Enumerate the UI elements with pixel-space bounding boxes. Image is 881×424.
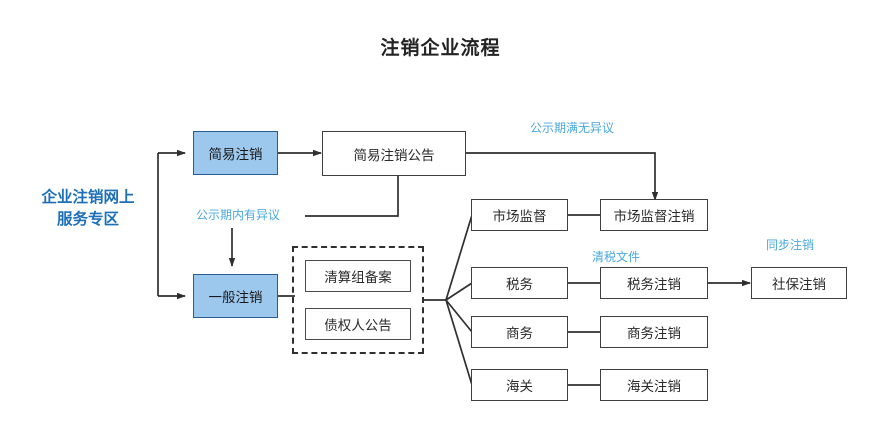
- edge-label-sync-cancel: 同步注销: [766, 238, 815, 252]
- node-customs[interactable]: 海关: [471, 369, 568, 401]
- group-liquidation-procedures: [292, 246, 424, 354]
- edge-label-no-objection: 公示期满无异议: [530, 121, 615, 135]
- node-simple-cancel[interactable]: 简易注销: [193, 131, 278, 175]
- node-general-cancel[interactable]: 一般注销: [193, 274, 278, 318]
- node-tax-cancel[interactable]: 税务注销: [600, 267, 708, 299]
- node-customs-cancel[interactable]: 海关注销: [600, 369, 708, 401]
- edge-hub-to-market: [445, 214, 473, 301]
- edge-notice-objection-path: [305, 176, 399, 217]
- node-market-supervision-cancel[interactable]: 市场监督注销: [600, 199, 708, 231]
- edge-notice-to-market-cancel: [466, 152, 659, 201]
- page-title: 注销企业流程: [380, 37, 501, 59]
- edge-hub-to-tax: [445, 282, 473, 301]
- entry-point-label: 企业注销网上 服务专区: [18, 186, 158, 230]
- node-market-supervision[interactable]: 市场监督: [471, 199, 568, 231]
- node-commerce-cancel[interactable]: 商务注销: [600, 316, 708, 348]
- edge-hub-to-customs: [445, 299, 473, 386]
- node-tax[interactable]: 税务: [471, 267, 568, 299]
- node-creditor-notice[interactable]: 债权人公告: [305, 308, 411, 340]
- node-simple-cancel-notice[interactable]: 简易注销公告: [322, 131, 466, 176]
- node-liquidation-filing[interactable]: 清算组备案: [305, 260, 411, 292]
- edge-label-has-objection: 公示期内有异议: [196, 208, 281, 222]
- edge-hub-to-commerce: [445, 299, 473, 333]
- node-social-security-cancel[interactable]: 社保注销: [751, 267, 847, 299]
- node-commerce[interactable]: 商务: [471, 316, 568, 348]
- edge-label-tax-clearance: 清税文件: [592, 250, 641, 264]
- entry-point-label-line2: 服务专区: [56, 210, 119, 228]
- entry-point-label-line1: 企业注销网上: [41, 188, 135, 206]
